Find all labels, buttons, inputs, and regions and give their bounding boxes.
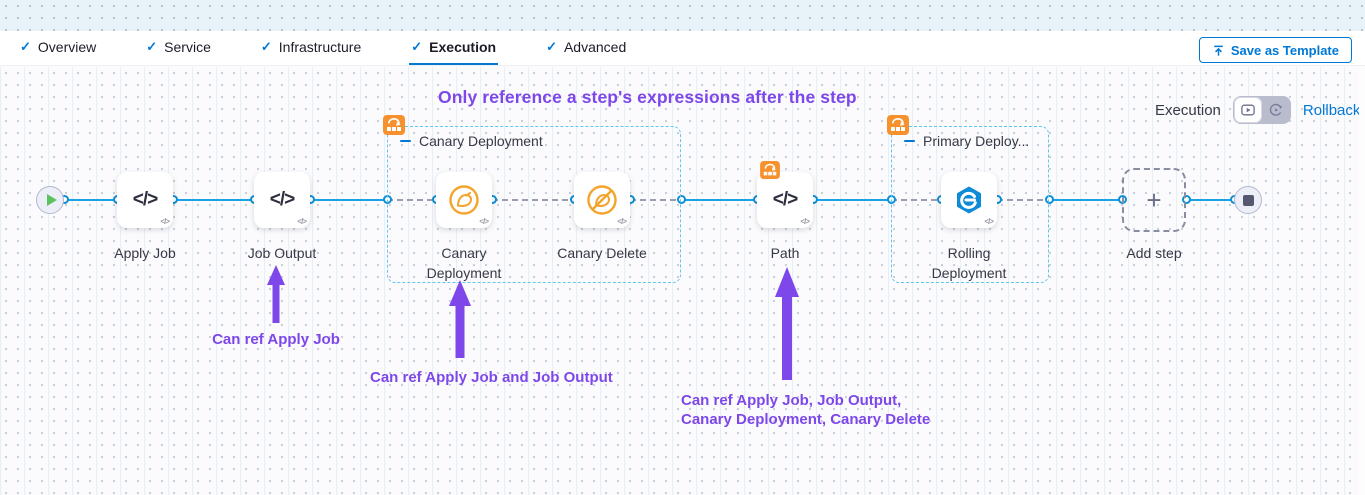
annotation-line-1: Can ref Apply Job, Job Output, bbox=[681, 392, 902, 409]
annotation-ref-apply-job-and-job-output: Can ref Apply Job and Job Output bbox=[370, 369, 613, 386]
connector-line-dashed bbox=[891, 199, 941, 201]
tab-advanced[interactable]: ✓ Advanced bbox=[544, 31, 628, 65]
step-group-primary-deployment[interactable]: Primary Deploy... bbox=[887, 115, 1049, 283]
step-canary-delete[interactable]: </> bbox=[574, 172, 630, 228]
rollout-strategy-badge-icon bbox=[887, 115, 909, 135]
step-path[interactable]: </> </> bbox=[757, 161, 813, 228]
step-canary-deployment[interactable]: </> bbox=[436, 172, 492, 228]
annotation-heading: Only reference a step's expressions afte… bbox=[438, 87, 857, 107]
tab-label: Infrastructure bbox=[278, 39, 362, 55]
upload-icon bbox=[1213, 45, 1223, 56]
plus-icon: + bbox=[1146, 185, 1162, 215]
group-label: Primary Deploy... bbox=[923, 133, 1030, 149]
step-label: Path bbox=[770, 245, 800, 261]
tab-label: Service bbox=[164, 39, 211, 55]
rolling-deployment-icon bbox=[957, 186, 981, 214]
shell-script-corner-icon: </> bbox=[479, 217, 489, 226]
step-label: Canary Delete bbox=[557, 245, 647, 261]
connector-line bbox=[813, 199, 891, 201]
pipeline-start-node[interactable] bbox=[36, 186, 64, 214]
connector-line-dashed bbox=[387, 199, 436, 201]
code-icon: </> bbox=[132, 189, 159, 210]
connector-line bbox=[173, 199, 254, 201]
connector-line bbox=[1186, 199, 1234, 201]
check-icon: ✓ bbox=[20, 39, 31, 54]
tab-infrastructure[interactable]: ✓ Infrastructure bbox=[259, 31, 363, 65]
connector-line bbox=[310, 199, 387, 201]
step-label: Rolling Deployment bbox=[931, 245, 1007, 281]
execution-play-icon bbox=[1241, 104, 1255, 116]
rollback-toggle-segment[interactable] bbox=[1262, 97, 1290, 123]
step-label: Apply Job bbox=[114, 245, 176, 261]
shell-script-corner-icon: </> bbox=[160, 217, 170, 226]
tab-label: Execution bbox=[429, 39, 497, 55]
annotation-arrow-up-icon bbox=[267, 265, 285, 323]
save-as-template-button[interactable]: Save as Template bbox=[1198, 37, 1352, 63]
step-job-output[interactable]: </> </> bbox=[254, 172, 310, 228]
pipeline-end-node[interactable] bbox=[1234, 186, 1262, 214]
annotation-ref-apply-job: Can ref Apply Job bbox=[212, 331, 340, 348]
play-icon bbox=[46, 194, 57, 206]
annotation-arrow-up-icon bbox=[775, 267, 799, 380]
group-header: Primary Deploy... bbox=[904, 133, 1029, 149]
connector-port[interactable] bbox=[1182, 195, 1191, 204]
scrollbar-track[interactable] bbox=[1359, 67, 1365, 495]
collapse-group-icon[interactable] bbox=[904, 139, 915, 143]
execution-mode-label: Execution bbox=[1155, 101, 1221, 119]
add-step-button[interactable]: + bbox=[1122, 168, 1186, 232]
stage-tab-bar: ✓ Overview ✓ Service ✓ Infrastructure ✓ … bbox=[0, 31, 1365, 66]
add-step-label: Add step bbox=[1126, 245, 1182, 261]
group-header: Canary Deployment bbox=[400, 133, 543, 149]
annotation-arrow-up-icon bbox=[449, 280, 471, 358]
stop-icon bbox=[1242, 194, 1254, 206]
connector-line bbox=[1049, 199, 1122, 201]
canary-delete-icon bbox=[587, 185, 617, 215]
step-apply-job[interactable]: </> </> bbox=[117, 172, 173, 228]
code-icon: </> bbox=[772, 189, 799, 210]
shell-script-corner-icon: </> bbox=[800, 217, 810, 226]
connector-port[interactable] bbox=[1045, 195, 1054, 204]
check-icon: ✓ bbox=[546, 39, 557, 54]
check-icon: ✓ bbox=[411, 39, 423, 54]
rollback-circular-arrow-icon bbox=[1269, 103, 1283, 116]
rollout-strategy-badge-icon bbox=[760, 161, 780, 179]
canary-deployment-icon bbox=[449, 185, 479, 215]
tab-execution[interactable]: ✓ Execution bbox=[409, 31, 499, 65]
rollout-strategy-badge-icon bbox=[383, 115, 405, 135]
collapse-group-icon[interactable] bbox=[400, 139, 411, 143]
save-as-template-label: Save as Template bbox=[1230, 42, 1339, 58]
group-label: Canary Deployment bbox=[419, 133, 543, 149]
annotation-ref-path: Can ref Apply Job, Job Output, Canary De… bbox=[681, 391, 961, 429]
top-dotted-strip bbox=[0, 0, 1365, 31]
connector-port[interactable] bbox=[677, 195, 686, 204]
connector-line-dashed bbox=[630, 199, 681, 201]
execution-toggle-segment[interactable] bbox=[1233, 97, 1262, 123]
step-label: Canary Deployment bbox=[426, 245, 502, 281]
tab-service[interactable]: ✓ Service bbox=[144, 31, 213, 65]
tab-overview[interactable]: ✓ Overview bbox=[18, 31, 98, 65]
rollback-link[interactable]: Rollback bbox=[1302, 101, 1361, 119]
tab-label: Advanced bbox=[563, 39, 627, 55]
shell-script-corner-icon: </> bbox=[297, 217, 307, 226]
execution-graph-canvas[interactable]: Only reference a step's expressions afte… bbox=[0, 67, 1365, 495]
code-icon: </> bbox=[269, 189, 296, 210]
connector-line-dashed bbox=[492, 199, 574, 201]
check-icon: ✓ bbox=[146, 39, 158, 54]
step-group-canary-deployment[interactable]: Canary Deployment bbox=[383, 115, 681, 283]
execution-rollback-control: Execution Rollback bbox=[1155, 96, 1360, 124]
connector-line bbox=[681, 199, 757, 201]
step-label: Job Output bbox=[247, 245, 317, 261]
check-icon: ✓ bbox=[260, 39, 272, 54]
annotation-line-2: Canary Deployment, Canary Delete bbox=[681, 411, 931, 428]
step-rolling-deployment[interactable]: </> bbox=[941, 172, 997, 228]
execution-rollback-toggle[interactable] bbox=[1232, 96, 1291, 124]
shell-script-corner-icon: </> bbox=[617, 217, 627, 226]
shell-script-corner-icon: </> bbox=[984, 217, 994, 226]
connector-line bbox=[64, 199, 117, 201]
tab-label: Overview bbox=[37, 39, 97, 55]
connector-line-dashed bbox=[997, 199, 1049, 201]
